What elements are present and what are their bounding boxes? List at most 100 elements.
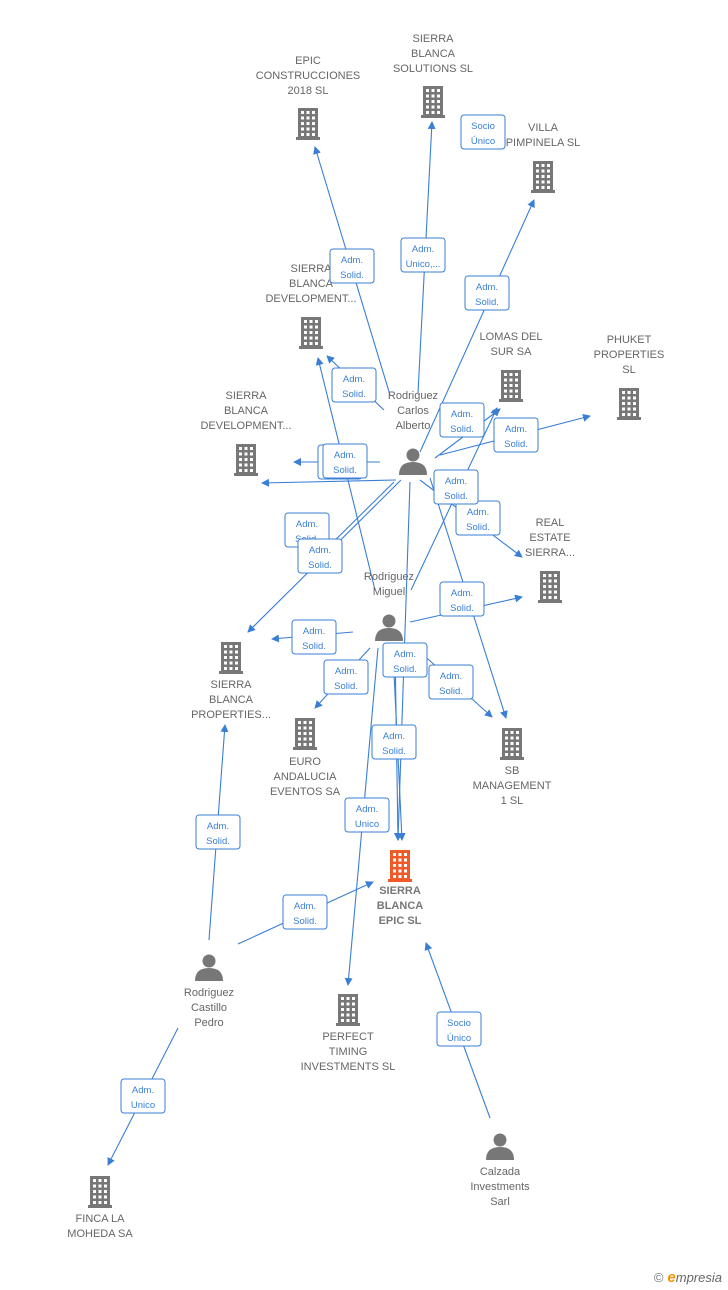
building-icon (299, 317, 323, 349)
edge-label-e12[interactable]: Adm.Solid. (455, 500, 501, 536)
node-lomas_del_sur[interactable]: LOMAS DEL SUR SA (480, 331, 543, 402)
edge-label-box (322, 443, 368, 479)
edge-label-e18[interactable]: Adm.Solid. (439, 581, 485, 617)
building-icon (219, 642, 243, 674)
node-label: INVESTMENTS SL (301, 1061, 396, 1073)
edge-label-e15[interactable]: Adm. Solid. (322, 443, 368, 479)
person-icon (486, 1133, 514, 1160)
edge-label-text: Adm. (309, 545, 331, 556)
empresia-logo[interactable]: ©empresia (654, 1269, 722, 1286)
node-sb_development_2[interactable]: SIERRABLANCADEVELOPMENT... (200, 390, 292, 476)
edge-label-e22[interactable]: Adm.Solid. (382, 642, 428, 678)
edge-label-e27[interactable]: Adm.Solid. (195, 814, 241, 850)
edge-label-text: Adm. (394, 649, 416, 660)
edge-label-text: Adm. (356, 804, 378, 815)
edge-label-e6[interactable]: Adm. Solid. (439, 402, 485, 438)
edge-label-e5[interactable]: Adm.Solid. (331, 367, 377, 403)
node-label: EURO (289, 756, 321, 768)
node-label: 2018 SL (288, 85, 329, 97)
building-icon (296, 108, 320, 140)
node-label: ESTATE (529, 532, 570, 544)
node-label: LOMAS DEL (480, 331, 543, 343)
edge-label-e26[interactable]: Adm.Solid. (282, 894, 328, 930)
node-label: SIERRA (226, 390, 268, 402)
edge-label-text: Solid. (475, 297, 499, 308)
edge-label-box (291, 619, 337, 655)
node-label: Miguel (373, 586, 405, 598)
edge-line-e9 (261, 478, 397, 487)
node-label: BLANCA (377, 900, 423, 912)
edge-label-text: Adm. (303, 626, 325, 637)
edge-label-text: Solid. (444, 491, 468, 502)
edge-label-text: Solid. (340, 270, 364, 281)
node-label: EVENTOS SA (270, 786, 341, 798)
node-label: BLANCA (289, 278, 334, 290)
edge-label-text: Adm. (341, 255, 363, 266)
edge-label-box (433, 469, 479, 505)
edge-label-text: Adm. (343, 374, 365, 385)
edge-label-box (344, 797, 390, 833)
edge-label-text: Adm. (451, 409, 473, 420)
edge-label-e21[interactable]: Adm. Unico (344, 797, 390, 833)
node-real_estate[interactable]: REALESTATESIERRA... (525, 517, 575, 603)
building-icon (88, 1176, 112, 1208)
edge-label-e20[interactable]: Adm.Solid. (428, 664, 474, 700)
edge-label-text: Adm. (383, 731, 405, 742)
node-label: Pedro (194, 1017, 223, 1029)
node-label: DEVELOPMENT... (265, 293, 356, 305)
node-label: FINCA LA (76, 1213, 126, 1225)
edge-label-text: Solid. (450, 424, 474, 435)
node-label: Rodriguez (364, 571, 414, 583)
edge-label-text: Solid. (504, 439, 528, 450)
node-sb_properties[interactable]: SIERRABLANCAPROPERTIES... (191, 642, 271, 721)
edge-label-e23[interactable]: Adm.Solid. (371, 724, 417, 760)
edge-label-box (439, 581, 485, 617)
node-label: SIERRA... (525, 547, 575, 559)
edge-label-e25[interactable]: Adm.Unico (120, 1078, 166, 1114)
node-sb_development_1[interactable]: SIERRA BLANCA DEVELOPMENT... (265, 263, 357, 349)
edge-label-text: Adm. (296, 519, 318, 530)
node-label: SIERRA (291, 263, 333, 275)
node-label: SIERRA (413, 33, 455, 45)
edge-label-e10[interactable]: Adm.Solid. (297, 538, 343, 574)
node-label: EPIC SL (379, 915, 422, 927)
edge-label-e3[interactable]: Adm.Solid. (464, 275, 510, 311)
edge-label-e2[interactable]: Adm.Unico,... (400, 237, 446, 273)
edge-label-box (323, 659, 369, 695)
node-label: SB (505, 765, 520, 777)
building-icon (531, 161, 555, 193)
building-icon (499, 370, 523, 402)
edge-label-e1[interactable]: Adm. Solid. (329, 248, 375, 284)
edge-label-text: Solid. (206, 836, 230, 847)
person-icon (399, 448, 427, 475)
edge-label-e14[interactable]: Adm.Solid. (433, 469, 479, 505)
edge-label-e19[interactable]: Adm.Solid. (323, 659, 369, 695)
edge-label-text: Unico (355, 819, 379, 830)
edge-label-text: Adm. (334, 450, 356, 461)
node-label: SUR SA (491, 346, 533, 358)
edge-label-text: Solid. (450, 603, 474, 614)
node-label: SOLUTIONS SL (393, 63, 473, 75)
edge-label-text: Adm. (467, 507, 489, 518)
edge-label-box (329, 248, 375, 284)
edge-label-text: Socio (471, 121, 495, 132)
edge-label-text: Solid. (333, 465, 357, 476)
edge-label-e17[interactable]: Adm.Solid. (291, 619, 337, 655)
edge-label-e7[interactable]: Adm.Solid. (493, 417, 539, 453)
edge-line-e3 (419, 199, 535, 453)
